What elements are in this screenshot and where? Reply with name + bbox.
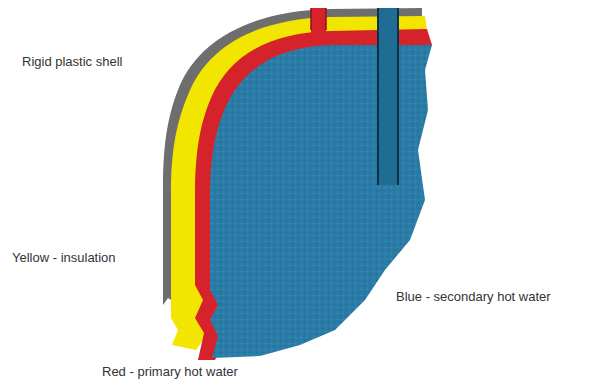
part-label: Yellow - insulation <box>12 250 116 266</box>
part-label: Blue - secondary hot water <box>396 289 551 305</box>
part-label: Red - primary hot water <box>102 364 238 380</box>
secondary-pipe <box>378 8 398 185</box>
primary-pipe <box>311 8 326 38</box>
pipe-edge <box>310 8 312 30</box>
pipe-edge <box>377 8 379 185</box>
pipe-edge <box>397 8 399 185</box>
pipe-edge <box>325 8 327 30</box>
part-label: Rigid plastic shell <box>22 54 122 70</box>
